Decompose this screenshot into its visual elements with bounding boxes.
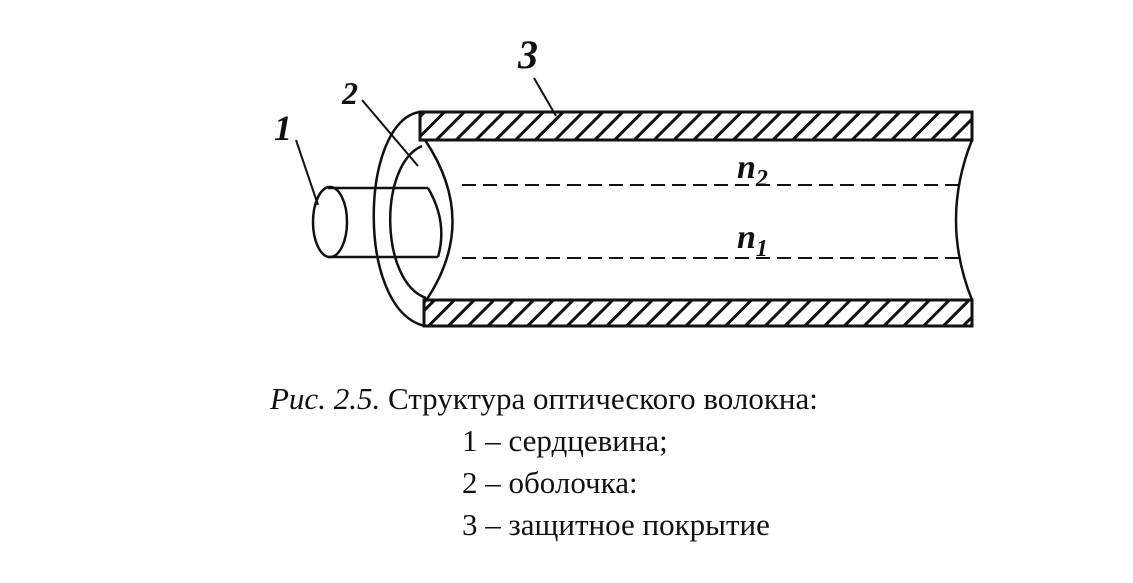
coating-bottom-band bbox=[422, 298, 974, 328]
leader-line-2 bbox=[361, 99, 419, 167]
caption-item-core: 1 – сердцевина; bbox=[462, 423, 668, 458]
label-refractive-index-n2: n2 bbox=[737, 149, 768, 192]
leader-line-3 bbox=[533, 77, 557, 117]
core bbox=[311, 185, 443, 259]
caption-title: Структура оптического волокна: bbox=[387, 381, 818, 416]
cladding-body bbox=[372, 110, 974, 328]
label-cladding-number: 2 bbox=[341, 75, 358, 111]
optical-fiber-diagram: 1 2 3 n2 n1 bbox=[274, 32, 974, 328]
protective-coating bbox=[418, 110, 974, 328]
cladding-ring-inner bbox=[389, 144, 427, 300]
cladding-front-end bbox=[423, 139, 454, 303]
figure-caption: Рис. 2.5. Структура оптического волокна:… bbox=[270, 378, 818, 546]
coating-top-band bbox=[418, 110, 974, 142]
n2-subscript: 2 bbox=[755, 166, 768, 192]
caption-item-coating: 3 – защитное покрытие bbox=[462, 507, 770, 542]
label-refractive-index-n1: n1 bbox=[737, 219, 768, 262]
caption-title-line: Рис. 2.5. Структура оптического волокна: bbox=[270, 378, 818, 420]
leader-line-1 bbox=[295, 139, 319, 206]
core-boundary-lines bbox=[462, 184, 960, 259]
coating-front-end bbox=[372, 110, 426, 328]
label-coating-number: 3 bbox=[517, 32, 538, 77]
cladding-right-end bbox=[954, 139, 974, 301]
core-front-face bbox=[311, 185, 349, 259]
leader-lines bbox=[295, 77, 557, 206]
caption-item-cladding: 2 – оболочка: bbox=[462, 465, 638, 500]
n1-subscript: 1 bbox=[756, 236, 768, 262]
core-back-edge bbox=[426, 187, 443, 258]
caption-figure-number: Рис. 2.5. bbox=[270, 381, 381, 416]
label-core-number: 1 bbox=[274, 108, 292, 148]
